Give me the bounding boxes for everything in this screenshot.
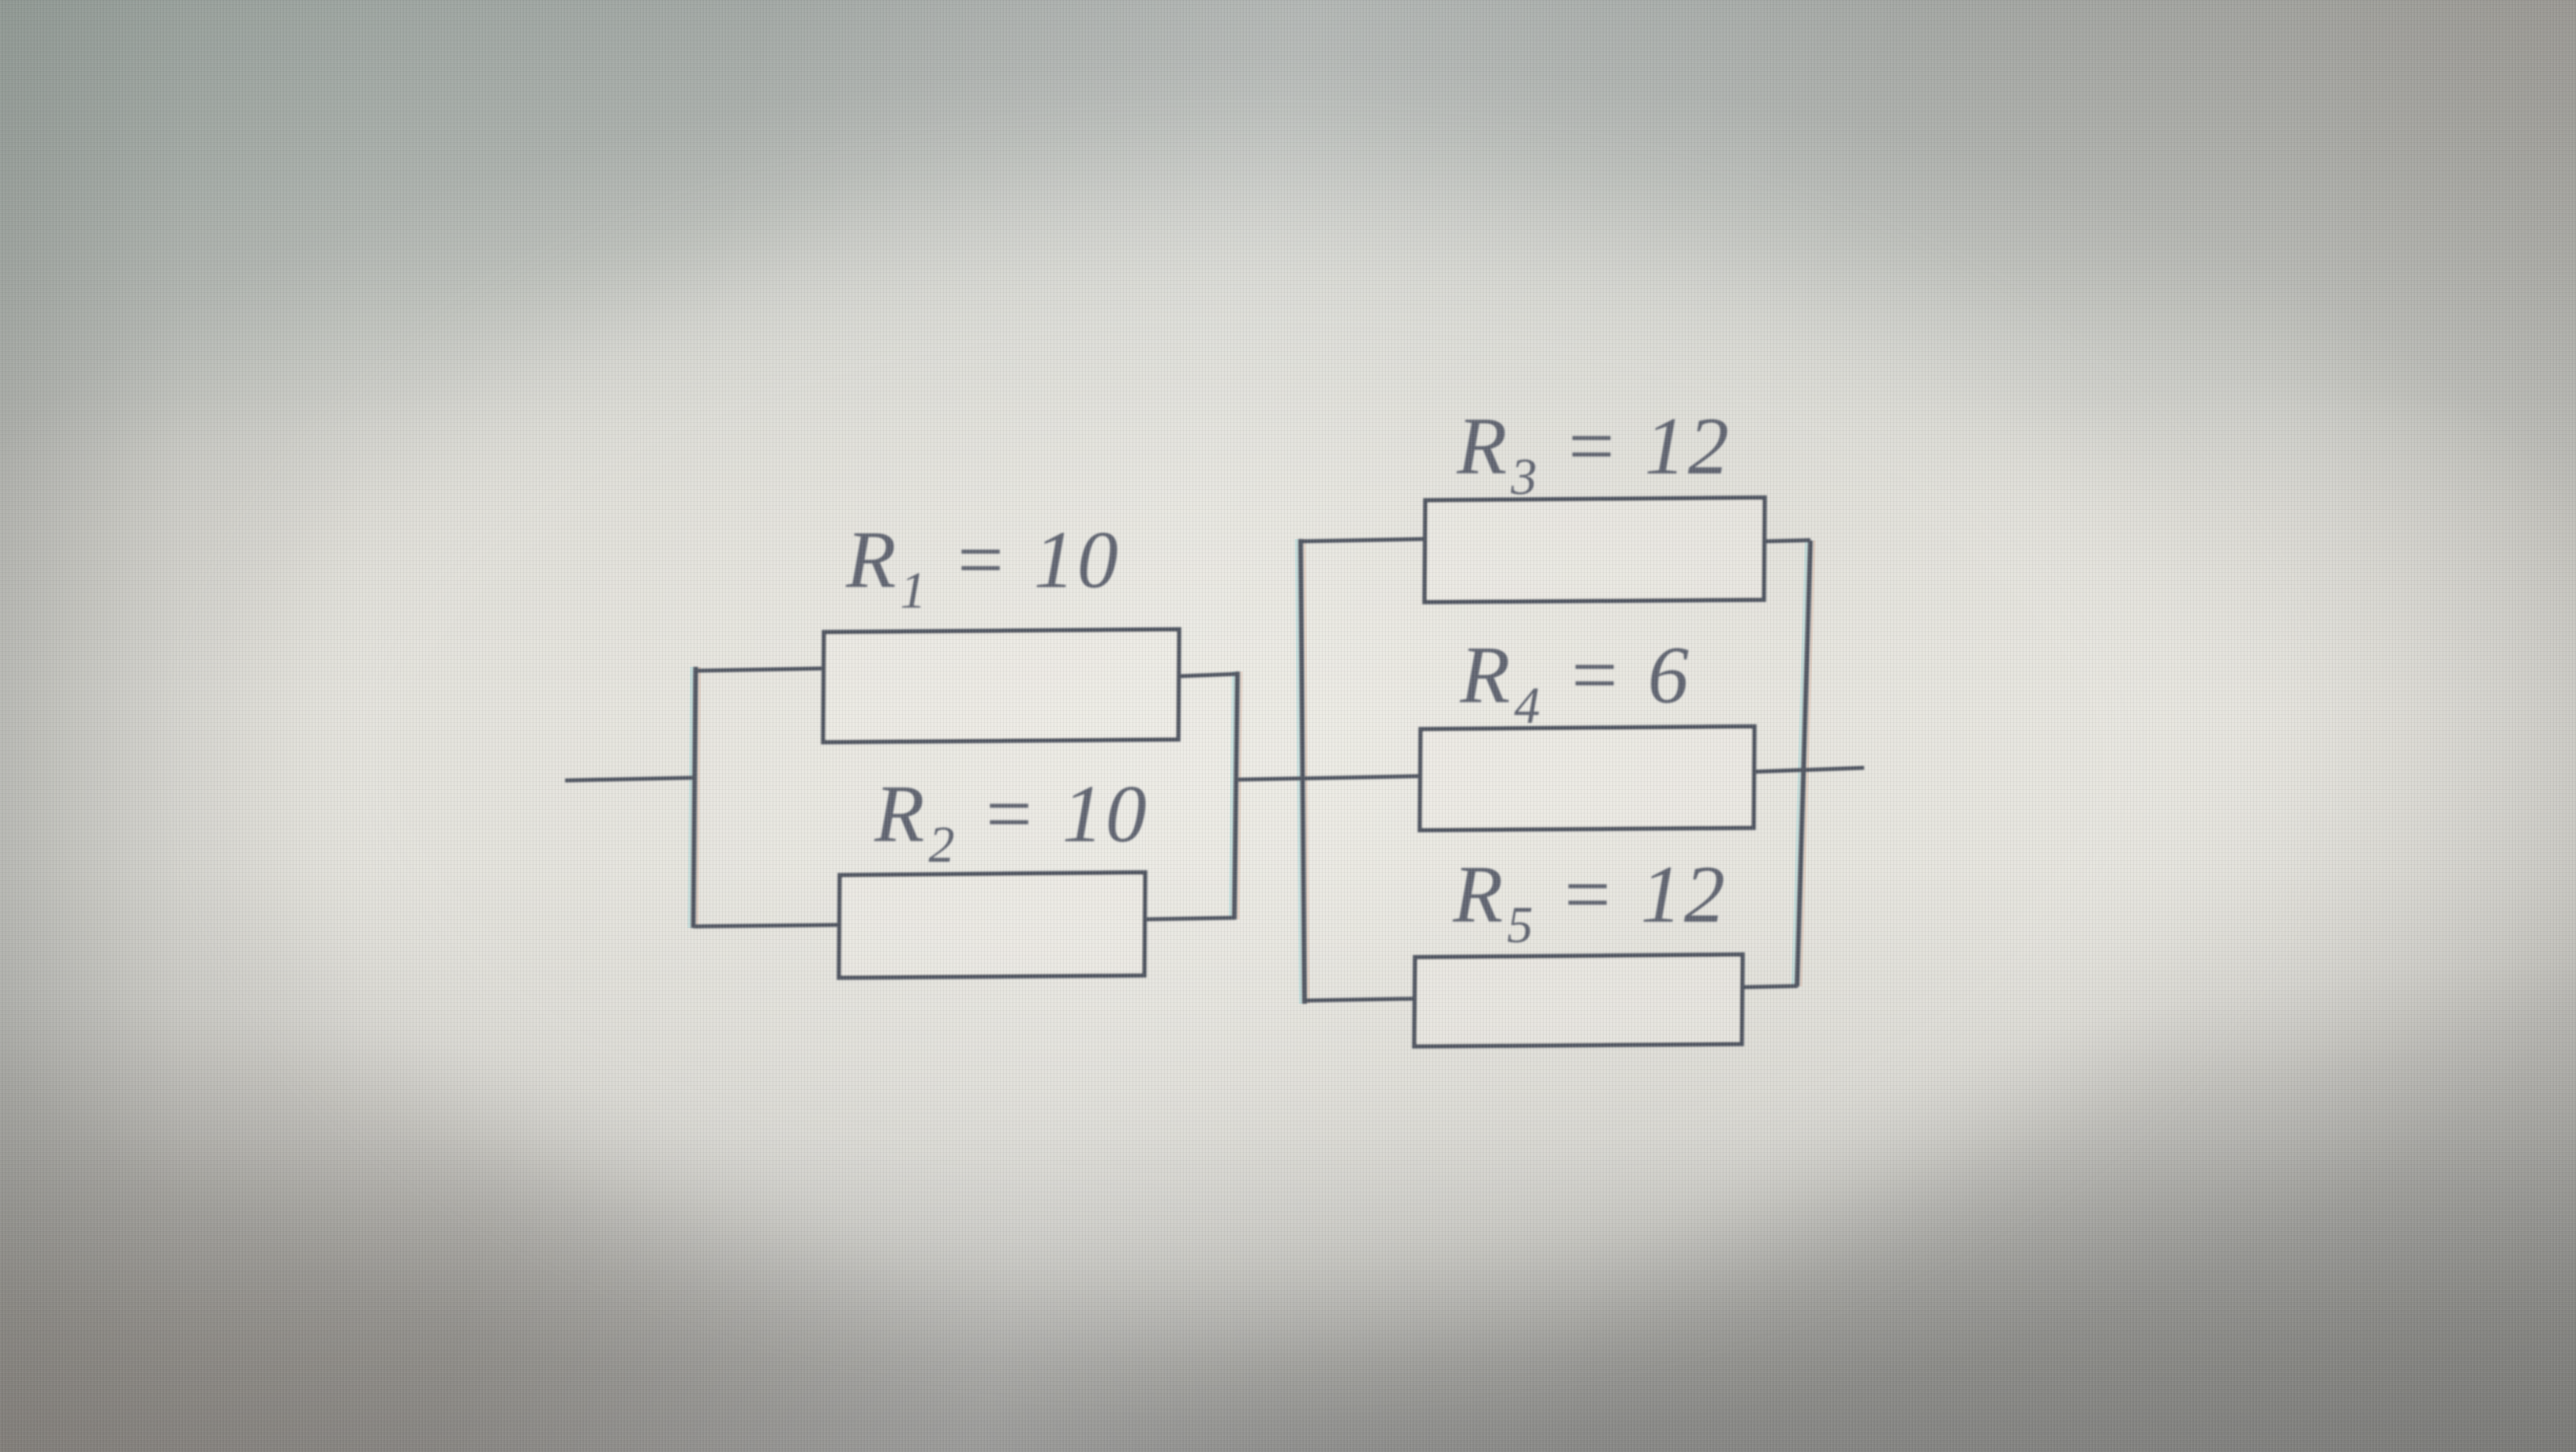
photo-grain <box>0 0 2576 1452</box>
photographed-monitor-screen: R1=10 R2=10 R3=12 R4=6 R5=12 <box>0 0 2576 1452</box>
circuit-diagram: R1=10 R2=10 R3=12 R4=6 R5=12 <box>0 0 2576 1452</box>
